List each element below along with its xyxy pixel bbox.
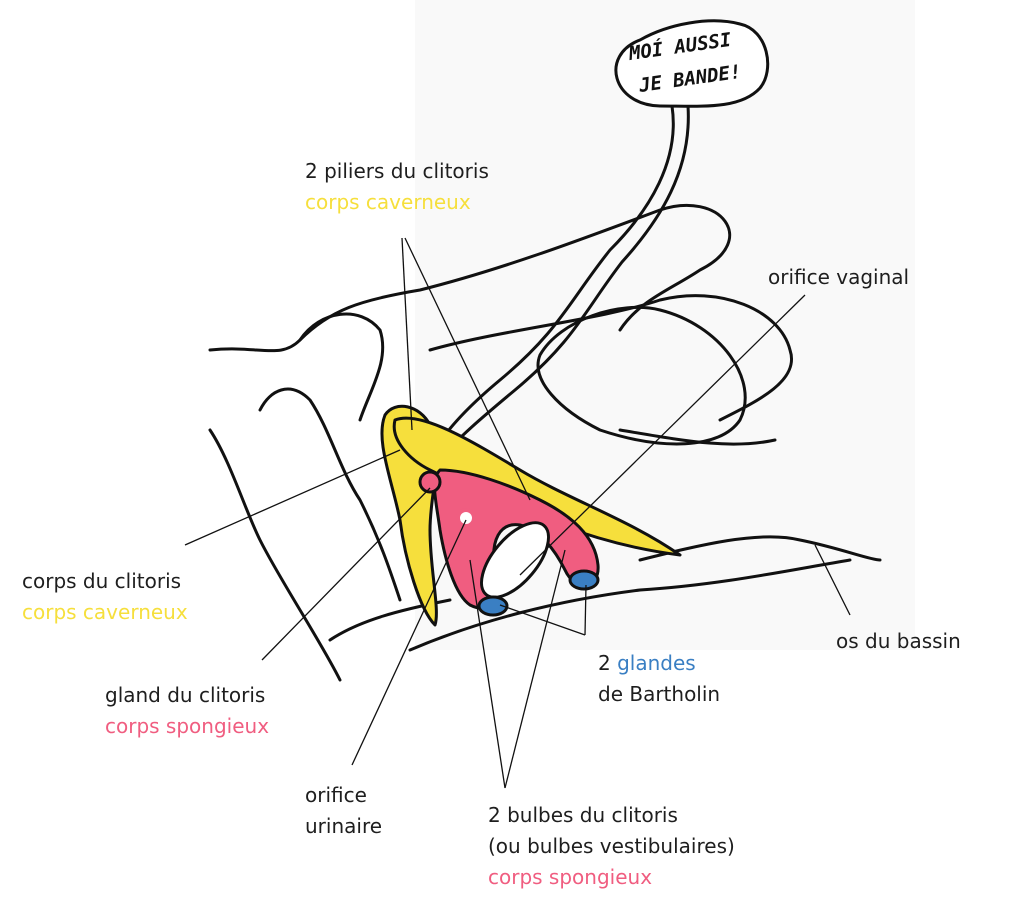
label-orifice-urinaire: orifice urinaire xyxy=(305,780,382,842)
label-glandes-rest: de Bartholin xyxy=(598,679,720,710)
label-gland: gland du clitoris corps spongieux xyxy=(105,680,269,742)
label-bulbes-tissue: corps spongieux xyxy=(488,862,735,893)
label-bulbes: 2 bulbes du clitoris (ou bulbes vestibul… xyxy=(488,800,735,893)
label-orifice-urinaire-line2: urinaire xyxy=(305,811,382,842)
label-gland-tissue: corps spongieux xyxy=(105,711,269,742)
glans xyxy=(420,472,440,492)
label-corps-clitoris: corps du clitoris corps caverneux xyxy=(22,566,188,628)
label-glandes-count: 2 xyxy=(598,651,611,675)
label-piliers-tissue: corps caverneux xyxy=(305,187,489,218)
leader-gland xyxy=(262,488,430,660)
leader-piliers-left xyxy=(402,238,412,430)
label-gland-title: gland du clitoris xyxy=(105,680,269,711)
label-orifice-vaginal-title: orifice vaginal xyxy=(768,262,909,293)
label-piliers: 2 piliers du clitoris corps caverneux xyxy=(305,156,489,218)
label-orifice-urinaire-line1: orifice xyxy=(305,780,382,811)
label-glandes: 2 glandes de Bartholin xyxy=(598,648,720,710)
bartholin-gland-right xyxy=(570,571,598,589)
leader-corps-clitoris xyxy=(185,450,400,545)
label-bulbes-line1: 2 bulbes du clitoris xyxy=(488,800,735,831)
urinary-orifice xyxy=(458,510,474,526)
label-glandes-name: glandes xyxy=(617,651,696,675)
label-bulbes-line2: (ou bulbes vestibulaires) xyxy=(488,831,735,862)
label-orifice-vaginal: orifice vaginal xyxy=(768,262,909,293)
leg-left xyxy=(210,430,340,680)
label-corps-clitoris-tissue: corps caverneux xyxy=(22,597,188,628)
label-piliers-title: 2 piliers du clitoris xyxy=(305,156,489,187)
label-os-bassin-title: os du bassin xyxy=(836,626,961,657)
labia-inner xyxy=(260,389,400,600)
label-corps-clitoris-title: corps du clitoris xyxy=(22,566,188,597)
label-os-bassin: os du bassin xyxy=(836,626,961,657)
